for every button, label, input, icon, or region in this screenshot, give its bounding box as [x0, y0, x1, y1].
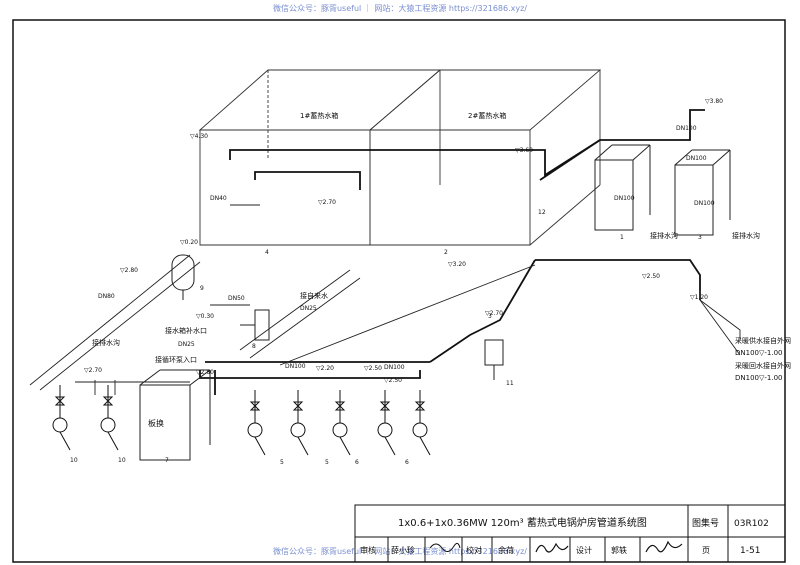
drain-label-left: 接排水沟	[92, 338, 120, 347]
tag-11: 11	[506, 380, 514, 387]
pump-2	[100, 385, 119, 451]
tag-5: 5	[280, 459, 284, 466]
tag-9: 9	[200, 285, 204, 292]
elev-270: ▽2.70	[318, 199, 336, 206]
atlas-no: 03R102	[734, 519, 769, 529]
pipe-dn80: DN80	[98, 293, 115, 300]
cyc-label: 接循环泵入口	[155, 355, 197, 364]
watermark-bottom: 微信公众号：豚胥useful ｜ 网站：大猿工程资源 https://32168…	[272, 547, 528, 556]
makeup-label: 接水箱补水口	[165, 326, 207, 335]
tap-label: 接自来水	[300, 291, 328, 300]
electric-boiler-1	[594, 144, 651, 231]
tag-7: 7	[165, 457, 169, 464]
elev-360: ▽3.60	[515, 147, 533, 154]
tag-1: 1	[620, 234, 624, 241]
pipe-dn50: DN50	[228, 295, 245, 302]
tank2-label: 2#蓄热水箱	[468, 111, 506, 120]
elev-320: ▽3.20	[448, 261, 466, 268]
drain-label-r2: 接排水沟	[732, 231, 760, 240]
elev-030: ▽0.30	[196, 313, 214, 320]
tag-8: 8	[252, 343, 256, 350]
supply-dn: DN100▽-1.00	[735, 349, 782, 357]
elev-250: ▽2.50	[364, 365, 382, 372]
pump-4	[290, 390, 309, 456]
elev-250c: ▽2.50	[384, 377, 402, 384]
elev-270c: ▽2.70	[485, 310, 503, 317]
elev-380: ▽3.80	[705, 98, 723, 105]
drawing-title: 1x0.6+1x0.36MW 120m³ 蓄热式电锅炉房管道系统图	[398, 516, 647, 529]
pipe-dn100c: DN100	[285, 363, 306, 370]
pipe-dn100e: DN100	[614, 195, 635, 202]
pipe-dn100d: DN100	[384, 364, 405, 371]
pipe-dn100a: DN100	[676, 125, 697, 132]
tag-3b: 3	[488, 313, 492, 320]
tag-12: 12	[538, 209, 546, 216]
review-label: 审核	[360, 545, 376, 555]
elev-270b: ▽2.70	[84, 367, 102, 374]
elev-280b: ▽2.80	[196, 369, 214, 376]
tag-10b: 10	[118, 457, 126, 464]
pipe-dn100b: DN100	[686, 155, 707, 162]
electric-boiler-2	[674, 149, 731, 236]
tag-2: 2	[444, 249, 448, 256]
tag-3: 3	[698, 234, 702, 241]
water-softener	[240, 309, 270, 341]
makeup-dn: DN25	[178, 341, 195, 348]
elev-250b: ▽2.50	[642, 273, 660, 280]
checker: 余荷	[498, 545, 514, 555]
tag-4: 4	[265, 249, 269, 256]
pump-group	[52, 385, 431, 456]
plate-heat-exchanger	[139, 369, 211, 461]
thin-pipes	[29, 204, 741, 395]
tap-dn: DN25	[300, 305, 317, 312]
return-label: 采暖回水接自外网	[735, 361, 791, 370]
plate-label: 板换	[148, 418, 164, 428]
elev-430: ▽4.30	[190, 133, 208, 140]
page-label: 页	[702, 546, 710, 555]
pump-3	[247, 390, 266, 456]
pump-1	[52, 385, 71, 451]
tag-5b: 5	[325, 459, 329, 466]
elev-280a: ▽2.80	[120, 267, 138, 274]
tag-6b: 6	[405, 459, 409, 466]
elev-020: ▽0.20	[180, 239, 198, 246]
pipe-dn40: DN40	[210, 195, 227, 202]
pump-7	[412, 390, 431, 456]
pipe-dn100f: DN100	[694, 200, 715, 207]
pump-6	[377, 390, 396, 456]
drain-label-r1: 接排水沟	[650, 231, 678, 240]
designer-signature	[645, 540, 683, 553]
tank1-label: 1#蓄热水箱	[300, 111, 338, 120]
elev-120: ▽1.20	[690, 294, 708, 301]
reviewer: 薛小珍	[391, 545, 415, 555]
pump-5	[332, 390, 351, 456]
designer: 郭轶	[611, 545, 627, 555]
main-pipes	[199, 109, 705, 395]
dirt-separator	[484, 339, 504, 380]
watermark-top: 微信公众号：豚胥useful ｜ 网站：大猿工程资源 https://32168…	[272, 4, 528, 13]
tag-10: 10	[70, 457, 78, 464]
page-no: 1-51	[740, 546, 760, 556]
tag-6: 6	[355, 459, 359, 466]
return-dn: DN100▽-1.00	[735, 374, 782, 382]
check-label: 校对	[466, 545, 482, 555]
design-label: 设计	[576, 545, 592, 555]
storage-tank-2	[368, 69, 602, 246]
atlas-label: 图集号	[692, 517, 719, 529]
elev-220: ▽2.20	[316, 365, 334, 372]
checker-signature	[535, 542, 569, 553]
expansion-tank	[171, 254, 195, 300]
supply-label: 采暖供水接自外网	[735, 336, 791, 345]
reviewer-signature	[429, 542, 461, 552]
